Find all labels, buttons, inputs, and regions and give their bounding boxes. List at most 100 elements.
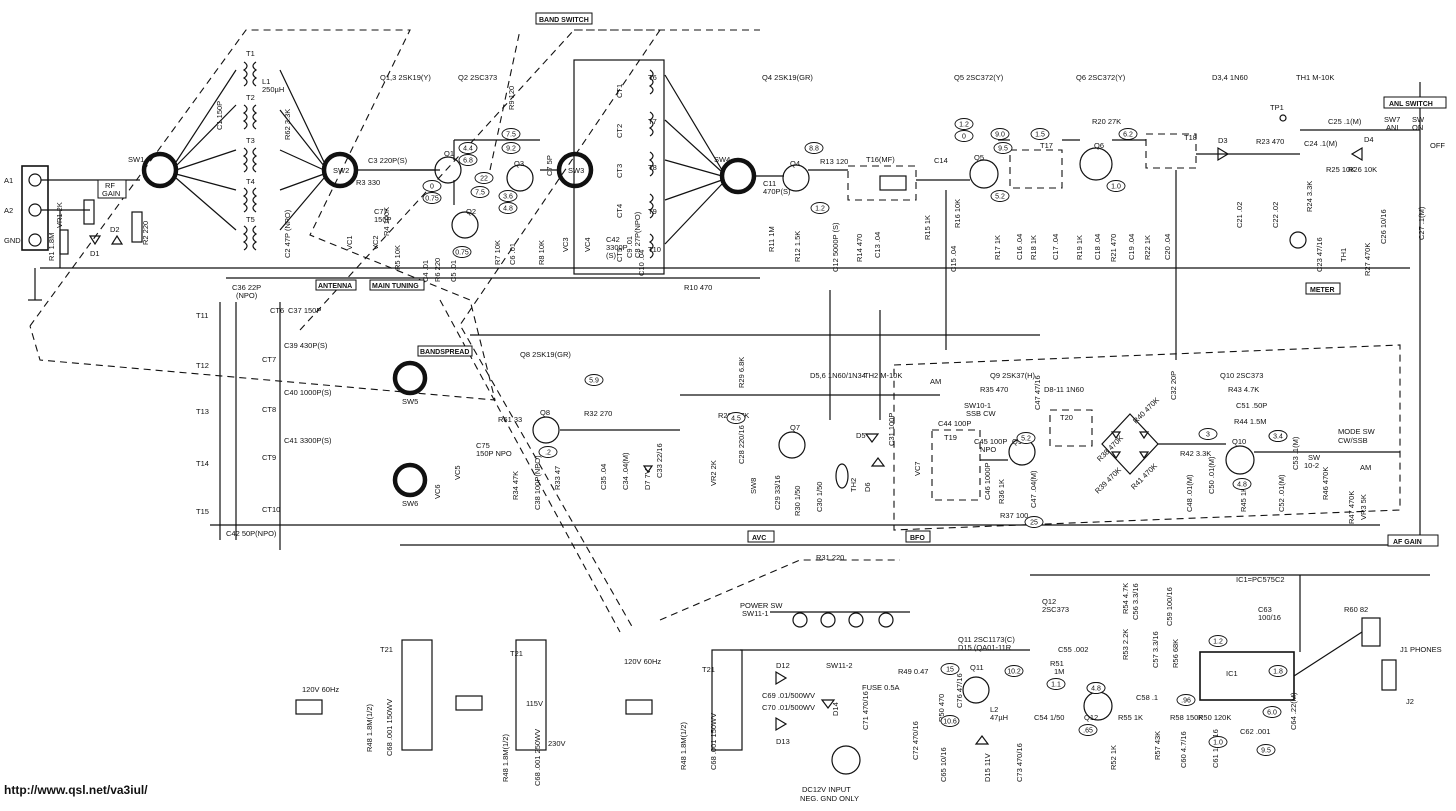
ct5-label: CT5 bbox=[615, 248, 624, 262]
c68-b-label: C68 .001 250WV bbox=[533, 729, 542, 786]
c57-label: C57 3.3/16 bbox=[1151, 631, 1160, 668]
voltage-callout: 3 bbox=[1198, 428, 1218, 440]
c50-label: C50 .01(M) bbox=[1207, 456, 1216, 494]
t7-label: T7 bbox=[648, 117, 657, 126]
t2-label: T2 bbox=[246, 93, 255, 102]
c53-label: C53 .1(M) bbox=[1291, 436, 1300, 470]
a2-label: A2 bbox=[4, 206, 13, 215]
voltage-value: 6.8 bbox=[463, 158, 473, 165]
t20-label: T20 bbox=[1060, 413, 1073, 422]
power-sw-ref-label: SW11-1 bbox=[742, 609, 769, 618]
q2-label: Q2 bbox=[466, 207, 476, 216]
q8-label: Q8 bbox=[540, 408, 550, 417]
sw4-band-switch: SW4 bbox=[664, 74, 757, 245]
d2-label: D2 bbox=[110, 225, 120, 234]
c22-label: C22 .02 bbox=[1271, 202, 1280, 228]
voltage-callout: 3.4 bbox=[1268, 430, 1288, 442]
c5-label: C5 .01 bbox=[449, 260, 458, 282]
r53-label: R53 2.2K bbox=[1121, 629, 1130, 660]
r29-label: R29 6.8K bbox=[737, 357, 746, 388]
ps-variant-120v: T21 120V 60Hz R48 1.8M(1/2) C68 .001 150… bbox=[295, 639, 433, 756]
c49-label: C48 .01(M) bbox=[1185, 474, 1194, 512]
voltage-value: 0.75 bbox=[425, 196, 439, 203]
a1-label: A1 bbox=[4, 176, 13, 185]
c55-label: C55 .002 bbox=[1058, 645, 1088, 654]
t4-label: T4 bbox=[246, 177, 255, 186]
voltage-callout: 4.5 bbox=[726, 412, 746, 424]
c71-label: C71 470/16 bbox=[861, 691, 870, 730]
voltage-callout: 1.2 bbox=[1208, 635, 1228, 647]
q7-label: Q7 bbox=[790, 423, 800, 432]
r18-label: R18 1K bbox=[1029, 235, 1038, 260]
c73-label: C73 470/16 bbox=[1015, 743, 1024, 782]
vc6-label: VC6 bbox=[433, 484, 442, 499]
r61-label: R61 33 bbox=[498, 415, 522, 424]
d15-label: D15 11V bbox=[983, 753, 992, 782]
q11-part-label: Q11 2SC1173(C) bbox=[958, 635, 1015, 644]
c15-label: C15 .04 bbox=[949, 246, 958, 272]
c3-label: C3 220P(S) bbox=[368, 156, 408, 165]
voltage-value: 6.2 bbox=[1123, 132, 1133, 139]
c61-label: C61 100/16 bbox=[1211, 729, 1220, 768]
r32-label: R32 270 bbox=[584, 409, 612, 418]
c8-label: C8 27P(NPO) bbox=[633, 211, 642, 258]
c16-label: C16 .04 bbox=[1015, 234, 1024, 260]
t6-t10-coil-bank: T6 T7 T8 T9 T10 CT1 CT2 CT3 CT4 CT5 C9 .… bbox=[573, 59, 665, 276]
c10-label: C10 .04 bbox=[637, 250, 646, 276]
r10-label: R10 470 bbox=[684, 283, 712, 292]
voltage-callout: 4.8 bbox=[1086, 682, 1106, 694]
r58-label: R58 150K bbox=[1170, 713, 1203, 722]
bfo-section-label: BFO bbox=[910, 535, 925, 542]
band-switch-section-label: BAND SWITCH bbox=[539, 17, 589, 24]
c18-label: C18 .04 bbox=[1093, 234, 1102, 260]
voltage-value: 10.6 bbox=[943, 719, 957, 726]
c17-label: C17 .04 bbox=[1051, 234, 1060, 260]
d7-label: D7 7V bbox=[643, 469, 652, 490]
r60-label: R60 82 bbox=[1344, 605, 1368, 614]
d12-label: D12 bbox=[776, 661, 790, 670]
voltage-value: 5.9 bbox=[589, 378, 599, 385]
c56-label: C56 3.3/16 bbox=[1131, 583, 1140, 620]
ct6-label: CT6 bbox=[270, 306, 284, 315]
sw-off-label: OFF bbox=[1430, 141, 1445, 150]
voltage-callout: 9.5 bbox=[1256, 744, 1276, 756]
r3-label: R3 330 bbox=[356, 178, 380, 187]
r20-label: R20 27K bbox=[1092, 117, 1121, 126]
r21-label: R21 470 bbox=[1109, 234, 1118, 262]
c20-label: C20 .04 bbox=[1163, 234, 1172, 260]
voltage-value: .2 bbox=[545, 450, 551, 457]
r12-label: R12 1.5K bbox=[793, 231, 802, 262]
power-sw-label: POWER SW bbox=[740, 601, 783, 610]
voltage-callout: 9.5 bbox=[993, 142, 1013, 154]
voltage-value: 7.5 bbox=[506, 132, 516, 139]
af-gain-section-label: AF GAIN bbox=[1393, 539, 1422, 546]
sw1-label: SW1 bbox=[128, 155, 144, 164]
t18-label: T18 bbox=[1184, 133, 1197, 142]
r24-label: R24 3.3K bbox=[1305, 181, 1314, 212]
r9-label: R9 120 bbox=[507, 86, 516, 110]
vc3-label: VC3 bbox=[561, 237, 570, 252]
voltage-callout: 1.5 bbox=[1030, 128, 1050, 140]
avc-section-label: AVC bbox=[752, 535, 766, 542]
c13-label: C13 .04 bbox=[873, 232, 882, 258]
voltage-value: 5.2 bbox=[995, 194, 1005, 201]
voltage-callout: 4.8 bbox=[498, 202, 518, 214]
vc1-label: VC1 bbox=[345, 235, 354, 250]
ac-120-a-label: 120V 60Hz bbox=[302, 685, 339, 694]
c51-label: C51 .50P bbox=[1236, 401, 1267, 410]
meter-box: METER bbox=[1305, 282, 1341, 295]
voltage-value: 3.4 bbox=[1273, 434, 1283, 441]
q5-if-amp: Q5 Q5 2SC372(Y) C14 R15 1K R16 10K C15 .… bbox=[923, 73, 1060, 272]
am-pos-label: AM bbox=[1360, 463, 1371, 472]
bfo-dashed-region bbox=[893, 344, 1401, 531]
meter-section-label: METER bbox=[1310, 287, 1335, 294]
q9-label: Q9 bbox=[1012, 437, 1022, 446]
ct4-label: CT4 bbox=[615, 204, 624, 218]
t14-label: T14 bbox=[196, 459, 209, 468]
